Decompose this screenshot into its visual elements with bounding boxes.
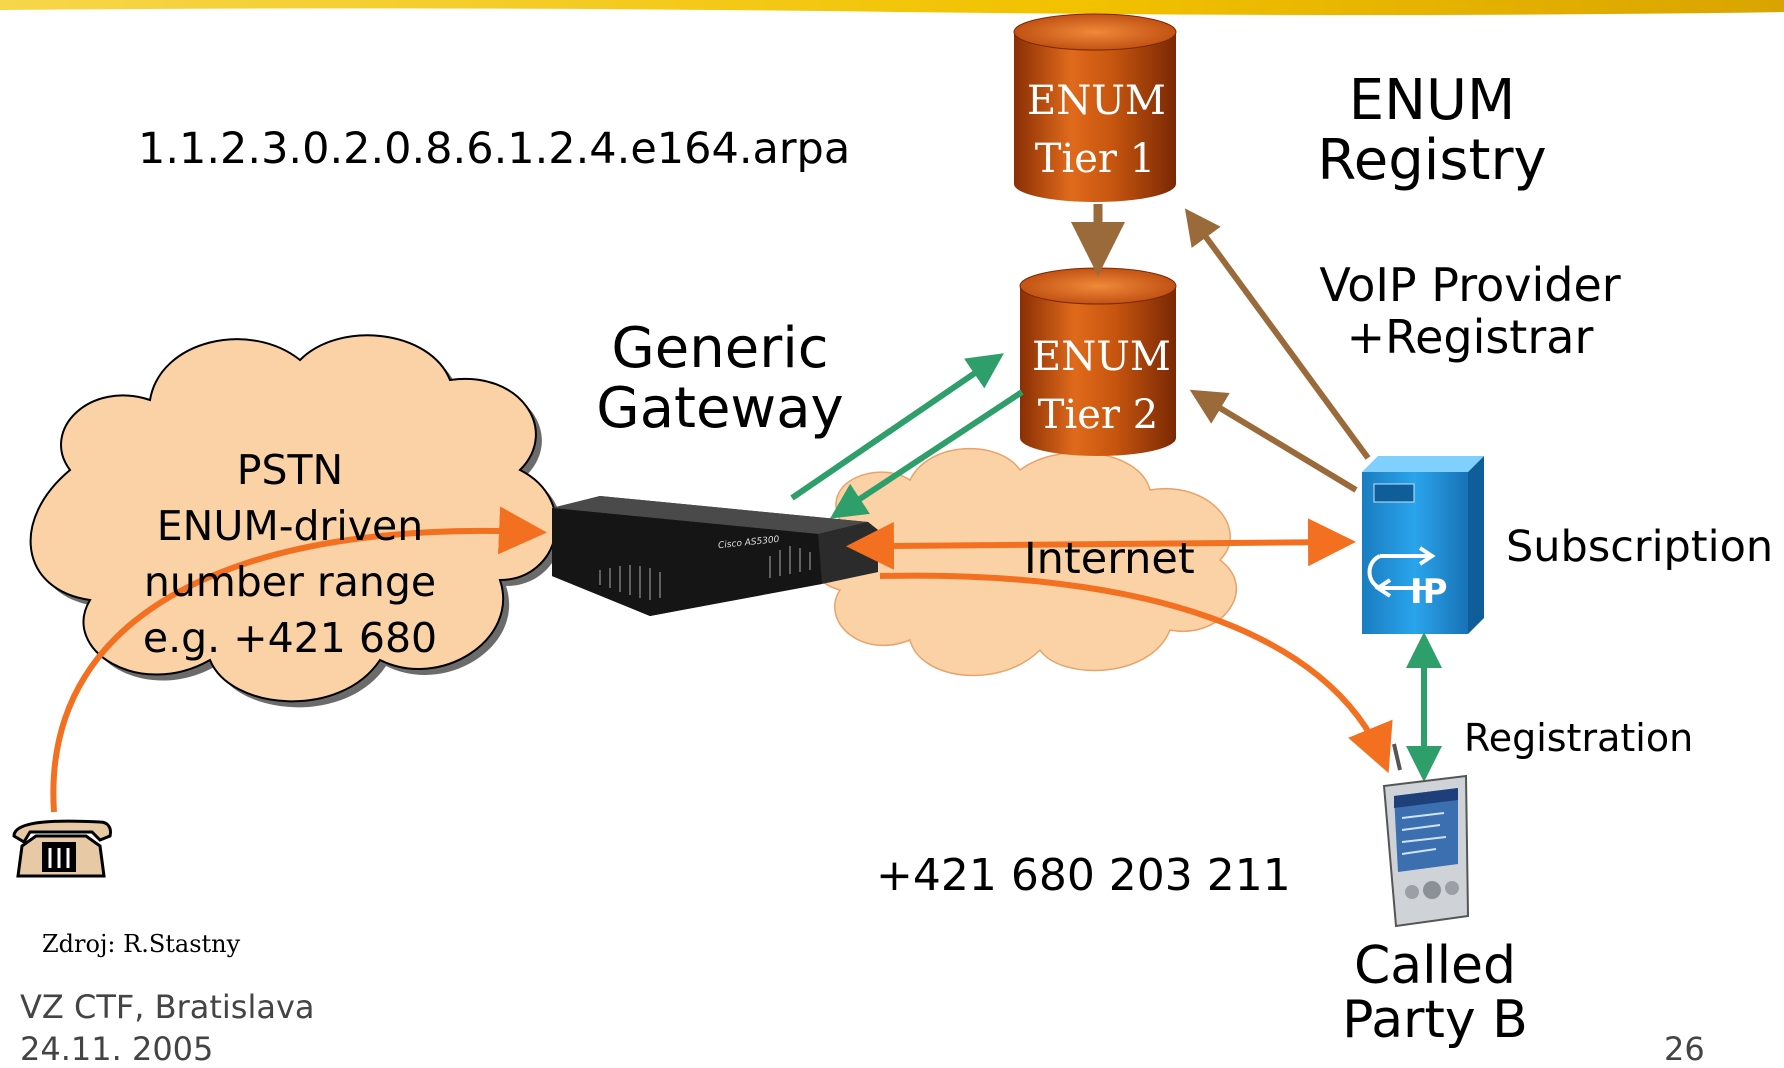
pstn-label-line3: number range xyxy=(143,558,437,606)
pda-device xyxy=(1382,743,1470,928)
internet-label: Internet xyxy=(1024,534,1195,584)
header-band xyxy=(0,0,1784,15)
pstn-label-line4: e.g. +421 680 xyxy=(142,614,438,662)
tier2-label-line2: Tier 2 xyxy=(1037,392,1159,438)
gateway-label-line2: Gateway xyxy=(596,376,844,441)
tier2-label-line1: ENUM xyxy=(1032,334,1171,380)
footer-line2: 24.11. 2005 xyxy=(20,1030,214,1068)
pstn-label-line1: PSTN xyxy=(236,446,344,494)
call-arrow-gateway-sip xyxy=(846,518,1356,570)
gateway-device xyxy=(552,496,878,616)
subscription-label: Subscription xyxy=(1506,522,1774,572)
registry-label-line1: ENUM xyxy=(1348,68,1516,133)
called-number-label: +421 680 203 211 xyxy=(876,850,1291,901)
telephone-icon xyxy=(12,819,112,878)
footer-line1: VZ CTF, Bratislava xyxy=(20,988,315,1026)
page-number: 26 xyxy=(1664,1030,1705,1068)
arpa-domain-label: 1.1.2.3.0.2.0.8.6.1.2.4.e164.arpa xyxy=(138,124,851,174)
enum-tier1-database xyxy=(1013,13,1177,202)
source-note: Zdroj: R.Stastny xyxy=(42,930,241,958)
called-party-label-line2: Party B xyxy=(1342,990,1528,1050)
voip-provider-label-line1: VoIP Provider xyxy=(1319,258,1621,312)
voip-provider-label-line2: +Registrar xyxy=(1346,310,1594,364)
dns-response-arrow xyxy=(829,389,1024,519)
provision-tier1-arrow xyxy=(1184,208,1371,460)
tier1-label-line1: ENUM xyxy=(1027,78,1166,124)
registration-label: Registration xyxy=(1464,716,1694,760)
call-arrow-phone-to-gateway xyxy=(50,506,547,813)
called-party-label-line1: Called xyxy=(1353,936,1517,996)
dns-query-arrow xyxy=(790,353,1004,501)
pstn-cloud xyxy=(29,334,563,708)
call-arrow-gateway-to-party-b xyxy=(879,572,1393,774)
pstn-label-line2: ENUM-driven xyxy=(156,502,424,550)
sip-server xyxy=(1362,456,1484,634)
tier1-label-line2: Tier 1 xyxy=(1034,136,1156,182)
gateway-label-line1: Generic xyxy=(611,316,829,381)
registry-label-line2: Registry xyxy=(1317,128,1547,193)
enum-tier2-database xyxy=(1019,267,1177,456)
sip-server-text: IP xyxy=(1410,572,1448,612)
provision-tier2-arrow xyxy=(1189,389,1358,493)
